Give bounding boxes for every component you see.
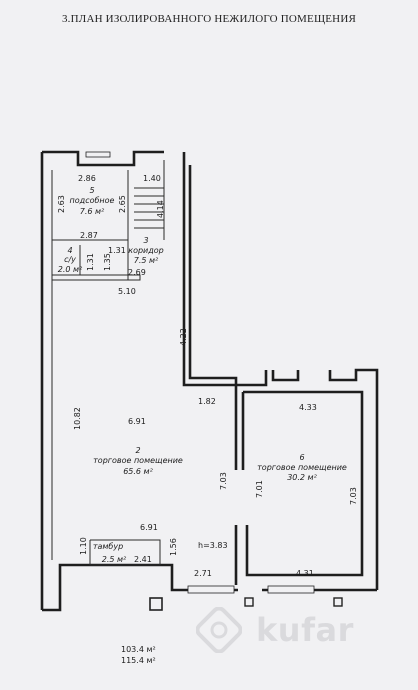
ceiling-height-label: h=3.83 <box>198 541 228 550</box>
room-area: 65.6 м² <box>123 467 153 476</box>
top-outer-wall <box>42 150 164 167</box>
room-name: коридор <box>128 246 164 255</box>
openings <box>85 151 343 611</box>
room-area: 2.0 м² <box>58 265 83 274</box>
dim-label: 1.56 <box>169 538 178 556</box>
dim-label: 2.86 <box>78 174 96 183</box>
dim-label: 10.82 <box>73 407 82 430</box>
dim-label: 5.10 <box>118 287 136 296</box>
kufar-watermark: kufar <box>196 603 396 659</box>
dim-label: 6.91 <box>128 417 146 426</box>
dim-label: 1.31 <box>108 246 126 255</box>
inner-walls <box>51 165 364 585</box>
total-area-1: 103.4 м² <box>121 645 156 654</box>
partition-wc-bottom <box>52 274 141 281</box>
dim-label: 2.71 <box>194 569 212 578</box>
dim-label: 1.82 <box>198 397 216 406</box>
area-totals: 103.4 м² 115.4 м² <box>121 644 156 666</box>
room-labels: 5 подсобное 7.6 м² 3 коридор 7.5 м² 4 с/… <box>58 186 347 564</box>
plan-title: 3.ПЛАН ИЗОЛИРОВАННОГО НЕЖИЛОГО ПОМЕЩЕНИЯ <box>61 13 357 25</box>
dim-label: 7.03 <box>219 472 228 490</box>
room-number: 6 <box>299 453 304 462</box>
watermark-text: kufar <box>256 611 354 649</box>
outer-walls <box>40 150 379 612</box>
room-name: подсобное <box>70 196 115 205</box>
room-number: 2 <box>135 446 140 455</box>
dim-label: 1.10 <box>79 537 88 555</box>
room6-walls <box>243 390 364 577</box>
dim-label: 2.65 <box>118 195 127 213</box>
room-number: 4 <box>67 246 72 255</box>
right-outer-wall <box>328 368 379 590</box>
total-area-2: 115.4 м² <box>121 656 156 665</box>
room-name: с/у <box>64 255 76 264</box>
notch-wall-a <box>271 370 300 382</box>
room-area: 2.5 м² <box>102 555 127 564</box>
dim-label: 4.33 <box>299 403 317 412</box>
dim-label: 1.31 <box>86 253 95 271</box>
step-block <box>149 597 163 611</box>
dim-label: 2.41 <box>134 555 152 564</box>
corridor-wall <box>188 165 238 392</box>
kufar-logo-icon <box>196 607 242 653</box>
room-name: торговое помещение <box>257 463 347 472</box>
dim-label: 2.69 <box>128 268 146 277</box>
vestibule-outline <box>89 539 161 566</box>
room-number: 3 <box>143 236 148 245</box>
dim-label: 7.01 <box>255 480 264 498</box>
room-name: тамбур <box>93 542 123 551</box>
dim-label: 6.91 <box>140 523 158 532</box>
dim-label: 1.35 <box>103 253 112 271</box>
right-upper-wall <box>182 152 268 387</box>
room-name: торговое помещение <box>93 456 183 465</box>
dim-label: 2.87 <box>80 231 98 240</box>
dim-label: 7.03 <box>349 487 358 505</box>
stairs <box>134 160 165 240</box>
room-number: 5 <box>89 186 94 195</box>
dim-label: 2.63 <box>57 195 66 213</box>
room-area: 7.6 м² <box>80 207 105 216</box>
room-area: 30.2 м² <box>287 473 317 482</box>
room-area: 7.5 м² <box>134 256 159 265</box>
dimension-labels: 2.86 1.40 2.63 2.65 4.14 2.87 1.31 1.31 … <box>57 174 358 578</box>
dim-label: 4.31 <box>296 569 314 578</box>
dim-label: 4.22 <box>179 328 188 346</box>
dim-label: 4.14 <box>156 200 165 218</box>
dim-label: 1.40 <box>143 174 161 183</box>
